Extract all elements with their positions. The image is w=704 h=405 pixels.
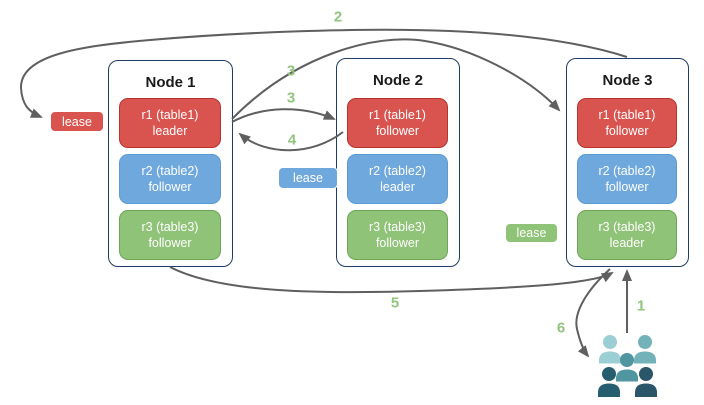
range-role: follower bbox=[605, 124, 649, 138]
users-group-icon bbox=[598, 335, 657, 397]
node-3-title: Node 3 bbox=[602, 72, 653, 89]
range-name: r3 (table3) bbox=[598, 219, 656, 234]
user-figure bbox=[634, 335, 656, 364]
node-3-box: Node 3 r1 (table1) follower r2 (table2) … bbox=[566, 58, 689, 267]
range-role: leader bbox=[609, 236, 645, 250]
range-name: r2 (table2) bbox=[598, 163, 656, 178]
range-role: follower bbox=[148, 180, 192, 194]
lease-label: lease bbox=[62, 114, 92, 129]
node3-range-r2-follower: r2 (table2) follower bbox=[577, 154, 677, 204]
node2-range-r3-follower: r3 (table3) follower bbox=[347, 210, 448, 260]
node1-range-r2-follower: r2 (table2) follower bbox=[119, 154, 221, 204]
step-label-1: 1 bbox=[636, 297, 646, 315]
range-role: follower bbox=[148, 236, 192, 250]
user-figure bbox=[599, 335, 621, 364]
step-label-5: 5 bbox=[390, 294, 400, 312]
node3-range-r3-leader: r3 (table3) leader bbox=[577, 210, 677, 260]
range-name: r1 (table1) bbox=[598, 107, 656, 122]
user-figure bbox=[616, 353, 638, 382]
step-label-2: 2 bbox=[333, 8, 343, 26]
arrow-step-3-leader-to-node2-follower bbox=[231, 108, 336, 123]
step-label-3b: 3 bbox=[286, 89, 296, 107]
user-figure bbox=[598, 367, 620, 397]
node-1-box: Node 1 r1 (table1) leader r2 (table2) fo… bbox=[108, 60, 233, 267]
range-name: r3 (table3) bbox=[369, 219, 426, 234]
range-name: r3 (table3) bbox=[141, 219, 199, 234]
range-role: leader bbox=[380, 180, 415, 194]
lease-badge-r3: lease bbox=[505, 223, 558, 243]
lease-badge-r1: lease bbox=[50, 111, 104, 132]
range-name: r1 (table1) bbox=[369, 107, 426, 122]
range-role: leader bbox=[152, 124, 188, 138]
lease-label: lease bbox=[293, 171, 323, 185]
range-role: follower bbox=[375, 124, 420, 138]
node-2-box: Node 2 r1 (table1) follower r2 (table2) … bbox=[336, 58, 460, 267]
node1-range-r3-follower: r3 (table3) follower bbox=[119, 210, 221, 260]
step-label-3a: 3 bbox=[286, 62, 296, 80]
range-name: r2 (table2) bbox=[369, 163, 426, 178]
node-2-title: Node 2 bbox=[372, 72, 423, 89]
node-1-title: Node 1 bbox=[145, 74, 196, 91]
arrow-step-5-node1-to-node3 bbox=[169, 266, 614, 294]
node1-range-r1-leader: r1 (table1) leader bbox=[119, 98, 221, 148]
user-figure bbox=[635, 367, 657, 397]
node2-range-r1-follower: r1 (table1) follower bbox=[347, 98, 448, 148]
step-label-6: 6 bbox=[556, 319, 566, 337]
node2-range-r2-leader: r2 (table2) leader bbox=[347, 154, 448, 204]
lease-badge-r2: lease bbox=[278, 167, 338, 189]
lease-label: lease bbox=[516, 226, 547, 240]
node3-range-r1-follower: r1 (table1) follower bbox=[577, 98, 677, 148]
range-name: r2 (table2) bbox=[141, 163, 199, 178]
range-name: r1 (table1) bbox=[141, 107, 199, 122]
range-role: follower bbox=[605, 180, 649, 194]
range-role: follower bbox=[375, 236, 420, 250]
step-label-4: 4 bbox=[287, 131, 297, 149]
